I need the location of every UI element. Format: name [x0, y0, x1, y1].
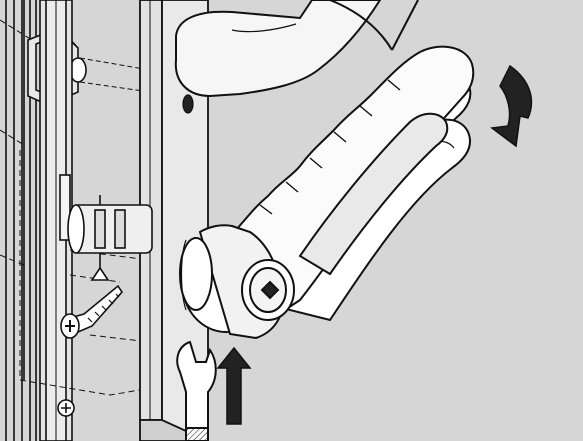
up-arrow-icon [216, 346, 252, 425]
cylinder-fixing-screw [60, 284, 124, 339]
cylinder-tool [179, 45, 475, 340]
lever-handle [174, 0, 419, 98]
wrench-icon [176, 340, 217, 441]
spindle-hole [182, 94, 194, 114]
latch-bolt [69, 57, 151, 93]
curved-rotate-arrow-icon [490, 64, 533, 148]
lock-cylinder [67, 195, 153, 281]
